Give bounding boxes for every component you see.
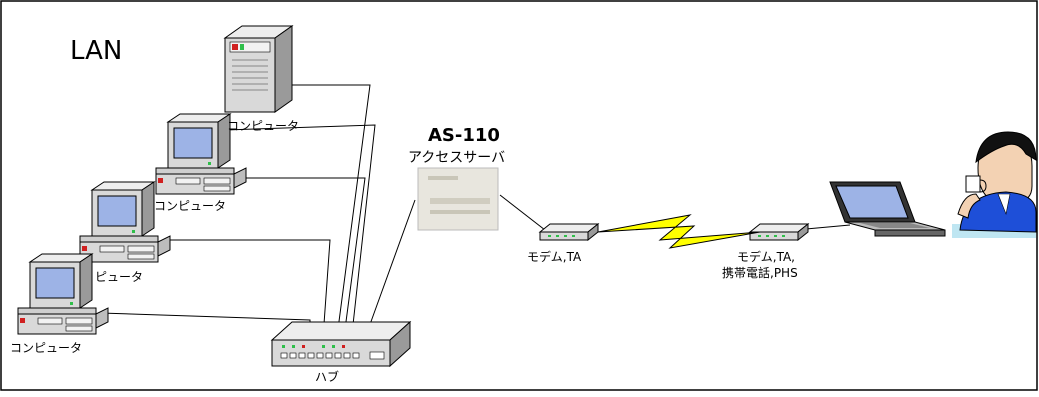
- cable-accessserver-modem: [499, 194, 546, 231]
- cable-pc2-hub: [245, 177, 366, 353]
- modem-left-label: モデム,TA: [527, 249, 582, 264]
- cable-pc1-hub: [224, 124, 376, 353]
- computer-label-4: コンピュータ: [10, 341, 82, 355]
- hub-label: ハブ: [315, 369, 339, 384]
- computer-label-2: コンピュータ: [154, 199, 226, 213]
- hub: [270, 320, 412, 368]
- lan-label: LAN: [70, 36, 122, 66]
- access-server-subtitle: アクセスサーバ: [408, 150, 505, 166]
- modem-right-label-line2: 携帯電話,PHS: [722, 265, 798, 280]
- computer-label-1: コンピュータ: [227, 119, 299, 133]
- person-with-cup: [952, 131, 1037, 238]
- server-tower: [223, 25, 294, 113]
- cable-pc3-hub: [165, 239, 331, 353]
- modem-left: [539, 223, 599, 241]
- wireless-link-lightning: [597, 214, 761, 249]
- access-server-device: [417, 167, 499, 231]
- modem-right-label-line1: モデム,TA,: [737, 249, 795, 264]
- computer-label-3: ピュータ: [95, 270, 143, 284]
- laptop: [829, 181, 946, 237]
- cable-server-hub: [290, 84, 371, 353]
- access-server-title: AS-110: [428, 125, 500, 146]
